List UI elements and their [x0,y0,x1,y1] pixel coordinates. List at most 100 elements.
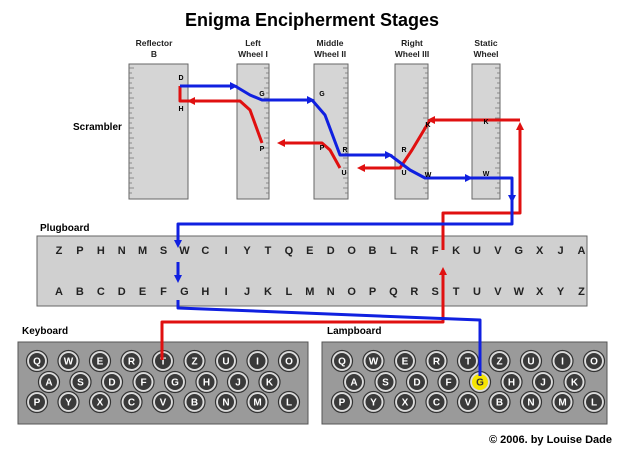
plugboard-letter[interactable]: U [473,286,481,298]
plugboard-letter[interactable]: T [265,245,272,257]
plugboard-letter[interactable]: C [97,286,105,298]
plugboard-letter[interactable]: W [179,245,190,257]
plugboard-letter[interactable]: G [180,286,189,298]
plugboard-letter[interactable]: J [558,245,564,257]
lamp-glass [586,353,602,369]
plugboard-letter[interactable]: M [138,245,147,257]
plugboard-letter[interactable]: Y [243,245,251,257]
lamp-glass [523,353,539,369]
plugboard-letter[interactable]: E [306,245,313,257]
plugboard-letter[interactable]: O [347,286,356,298]
key-y[interactable]: Y [57,390,80,414]
plugboard-letter[interactable]: X [536,245,544,257]
pin-left-p: P [260,146,265,153]
plugboard-letter[interactable]: W [514,286,525,298]
plugboard-letter[interactable]: L [286,286,293,298]
plugboard-letter[interactable]: I [225,286,228,298]
key-v[interactable]: V [151,390,175,414]
plugboard-letter[interactable]: R [410,286,418,298]
plugboard-letter[interactable]: I [225,245,228,257]
left-wheel-label-2: Wheel I [238,49,268,59]
key-i[interactable]: I [246,349,269,373]
lamp-letter: I [561,357,564,368]
lamp-letter: W [369,357,379,368]
plugboard-letter[interactable]: K [264,286,272,298]
key-k[interactable]: K [258,370,281,394]
right-wheel-label-2: Wheel III [395,49,429,59]
plugboard-letter[interactable]: C [201,245,209,257]
plugboard-letter[interactable]: O [347,245,356,257]
plugboard-letter[interactable]: P [76,245,83,257]
plugboard-letter[interactable]: Z [578,286,585,298]
plugboard-letter[interactable]: B [76,286,84,298]
plugboard-letter[interactable]: N [118,245,126,257]
key-p[interactable]: P [25,390,49,414]
key-m[interactable]: M [246,390,269,414]
key-cap [123,394,140,410]
plugboard-letter[interactable]: V [494,286,502,298]
plugboard-letter[interactable]: P [369,286,376,298]
key-cap [198,374,215,390]
key-letter: B [191,398,198,409]
plugboard-letter[interactable]: H [97,245,105,257]
plugboard-letter[interactable]: S [160,245,167,257]
key-g[interactable]: G [163,370,187,394]
key-x[interactable]: X [88,390,112,414]
key-h[interactable]: H [195,370,218,394]
key-letter: L [286,398,292,409]
plugboard-letter[interactable]: L [390,245,397,257]
plugboard-letter[interactable]: F [160,286,167,298]
plugboard-letter[interactable]: V [494,245,502,257]
plugboard-letter[interactable]: Z [56,245,63,257]
plugboard-letter[interactable]: D [118,286,126,298]
key-e[interactable]: E [88,349,112,373]
key-cap [249,353,266,369]
plugboard-letter[interactable]: Q [389,286,398,298]
key-f[interactable]: F [132,370,155,394]
plugboard-letter[interactable]: R [410,245,418,257]
plugboard-letter[interactable]: H [201,286,209,298]
plugboard-letter[interactable]: K [452,245,460,257]
key-letter: T [160,357,166,368]
key-cap [186,394,203,410]
key-l[interactable]: L [277,390,301,414]
plugboard-letter[interactable]: Y [557,286,565,298]
key-b[interactable]: B [183,390,206,414]
plugboard-letter[interactable]: D [327,245,335,257]
lamp-y: Y [362,390,385,414]
key-a[interactable]: A [37,370,61,394]
plugboard-letter[interactable]: T [453,286,460,298]
path-key-to-plug [160,290,445,360]
plugboard-letter[interactable]: N [327,286,335,298]
plugboard-letter[interactable]: A [55,286,63,298]
lamp-glass [460,394,476,410]
key-j[interactable]: J [226,370,250,394]
lamp-glass [365,353,382,369]
key-n[interactable]: N [214,390,238,414]
wheel-reflector [128,63,189,200]
plugboard-letter[interactable]: A [578,245,586,257]
plugboard-letter[interactable]: M [305,286,314,298]
key-cap [261,374,278,390]
key-u[interactable]: U [214,349,238,373]
key-z[interactable]: Z [183,349,206,373]
key-w[interactable]: W [57,349,80,373]
key-q[interactable]: Q [25,349,49,373]
plugboard-letter[interactable]: S [432,286,439,298]
plugboard-letter[interactable]: E [139,286,146,298]
plugboard-letter[interactable]: B [369,245,377,257]
lamp-glass [409,374,425,390]
plugboard-letter[interactable]: X [536,286,544,298]
key-r[interactable]: R [120,349,143,373]
plugboard-letter[interactable]: F [432,245,439,257]
lamp-glass [334,353,350,369]
plugboard-letter[interactable]: Q [285,245,294,257]
plugboard-letter[interactable]: G [515,245,524,257]
key-d[interactable]: D [100,370,124,394]
key-o[interactable]: O [277,349,301,373]
key-c[interactable]: C [120,390,143,414]
key-s[interactable]: S [69,370,92,394]
plugboard-letter[interactable]: J [244,286,250,298]
pin-right-u: U [401,170,406,177]
plugboard-letter[interactable]: U [473,245,481,257]
